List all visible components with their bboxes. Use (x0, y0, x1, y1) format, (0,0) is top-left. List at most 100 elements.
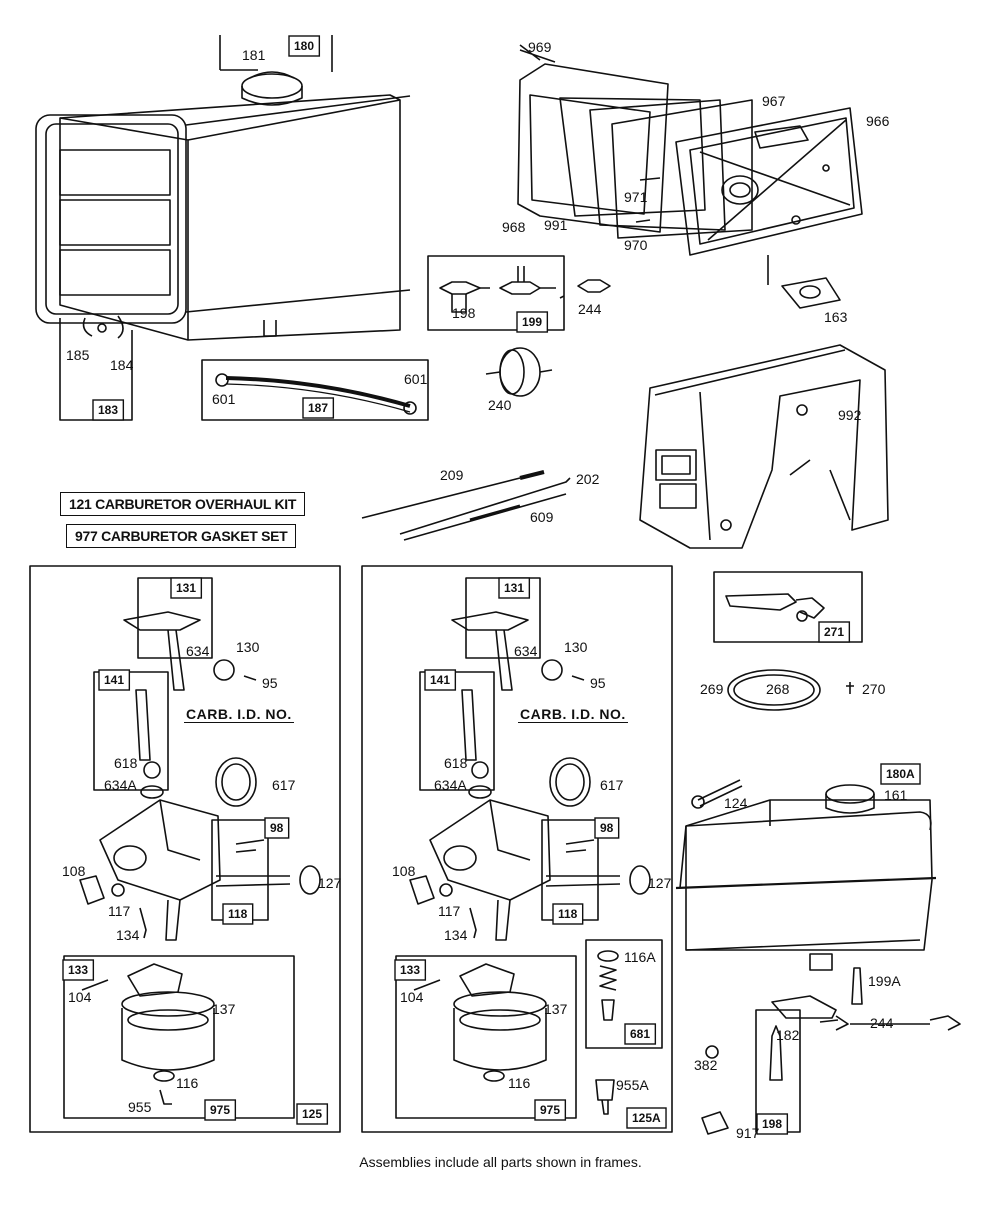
kit-number: 977 (75, 528, 98, 544)
part-label-268: 268 (766, 681, 790, 697)
part-label-116: 116 (176, 1075, 199, 1091)
part-number: 134 (444, 927, 468, 943)
part-number: 992 (838, 407, 862, 423)
part-label-198: 198 (756, 1113, 789, 1135)
part-label-108: 108 (392, 863, 416, 879)
part-label-240: 240 (488, 397, 512, 413)
part-label-133: 133 (62, 959, 95, 981)
shroud-992 (639, 344, 889, 549)
part-label-frame (626, 1107, 667, 1129)
part-label-130: 130 (236, 639, 260, 655)
part-label-634: 634 (186, 643, 210, 659)
part-label-frame (552, 903, 584, 925)
part-number: 270 (862, 681, 886, 697)
part-number: 681 (630, 1027, 650, 1041)
part-label-frame (62, 959, 95, 981)
part-label-134: 134 (116, 927, 140, 943)
part-number: 199 (522, 315, 542, 329)
part-number: 917 (736, 1125, 760, 1141)
part-label-frame (92, 399, 125, 421)
part-label-270: 270 (862, 681, 886, 697)
part-label-182: 182 (776, 1027, 800, 1043)
fuel-line-187 (201, 359, 429, 421)
part-number: 134 (116, 927, 140, 943)
part-label-131: 131 (498, 577, 531, 599)
part-label-185: 185 (66, 347, 90, 363)
part-label-frame (424, 669, 457, 691)
fuel-filter-240 (485, 347, 553, 397)
air-cleaner-assembly (517, 44, 863, 309)
part-number: 975 (210, 1103, 230, 1117)
part-label-618: 618 (444, 755, 468, 771)
part-label-124: 124 (724, 795, 748, 811)
part-label-frame (534, 1099, 567, 1121)
part-label-108: 108 (62, 863, 86, 879)
fuel-tank-180 (35, 35, 411, 421)
part-label-634a: 634A (434, 777, 467, 793)
part-number: 131 (176, 581, 196, 595)
part-label-98: 98 (594, 817, 620, 839)
fittings-198-199 (427, 255, 611, 331)
part-label-163: 163 (824, 309, 848, 325)
part-number: 967 (762, 93, 786, 109)
part-label-609: 609 (530, 509, 554, 525)
part-number: 240 (488, 397, 512, 413)
part-number: 618 (444, 755, 468, 771)
part-number: 601 (212, 391, 236, 407)
part-number: 634A (104, 777, 137, 793)
part-number: 382 (694, 1057, 718, 1073)
part-number: 969 (528, 39, 552, 55)
part-number: 199A (868, 973, 901, 989)
part-label-125a: 125A (626, 1107, 667, 1129)
part-number: 971 (624, 189, 648, 205)
part-label-frame (170, 577, 203, 599)
part-number: 198 (762, 1117, 782, 1131)
part-number: 133 (68, 963, 88, 977)
part-number: 161 (884, 787, 908, 803)
part-label-127: 127 (648, 875, 672, 891)
part-number: 130 (236, 639, 260, 655)
choke-271 (713, 571, 863, 643)
part-number: 185 (66, 347, 90, 363)
part-number: 141 (430, 673, 450, 687)
part-number: 617 (272, 777, 296, 793)
part-number: 137 (212, 1001, 236, 1017)
part-number: 183 (98, 403, 118, 417)
part-number: 244 (578, 301, 602, 317)
part-label-967: 967 (762, 93, 786, 109)
part-number: 95 (262, 675, 278, 691)
part-label-271: 271 (818, 621, 851, 643)
part-number: 108 (392, 863, 416, 879)
part-number: 117 (108, 903, 131, 919)
part-number: 163 (824, 309, 848, 325)
part-label-969: 969 (528, 39, 552, 55)
part-label-601: 601 (404, 371, 428, 387)
kit-gasket-label: 977 CARBURETOR GASKET SET (66, 524, 297, 548)
part-number: 125 (302, 1107, 322, 1121)
part-label-frame (302, 397, 335, 419)
part-label-133: 133 (394, 959, 427, 981)
part-number: 968 (502, 219, 526, 235)
part-label-137: 137 (544, 1001, 568, 1017)
part-number: 137 (544, 1001, 568, 1017)
kit-number: 121 (69, 496, 92, 512)
part-label-frame (204, 1099, 237, 1121)
part-number: 991 (544, 217, 568, 233)
part-number: 116A (624, 949, 656, 965)
part-label-frame (222, 903, 254, 925)
part-number: 98 (600, 821, 614, 835)
part-number: 268 (766, 681, 790, 697)
part-number: 127 (648, 875, 672, 891)
part-label-617: 617 (600, 777, 624, 793)
part-number: 108 (62, 863, 86, 879)
part-number: 104 (68, 989, 92, 1005)
part-number: 125A (632, 1111, 661, 1125)
part-label-frame (288, 35, 321, 57)
part-label-frame (594, 817, 620, 839)
carb-panel-125 (29, 565, 341, 1133)
part-number: 118 (228, 907, 248, 921)
part-label-992: 992 (838, 407, 862, 423)
part-number: 117 (438, 903, 461, 919)
part-label-134: 134 (444, 927, 468, 943)
part-label-frame (756, 1113, 789, 1135)
